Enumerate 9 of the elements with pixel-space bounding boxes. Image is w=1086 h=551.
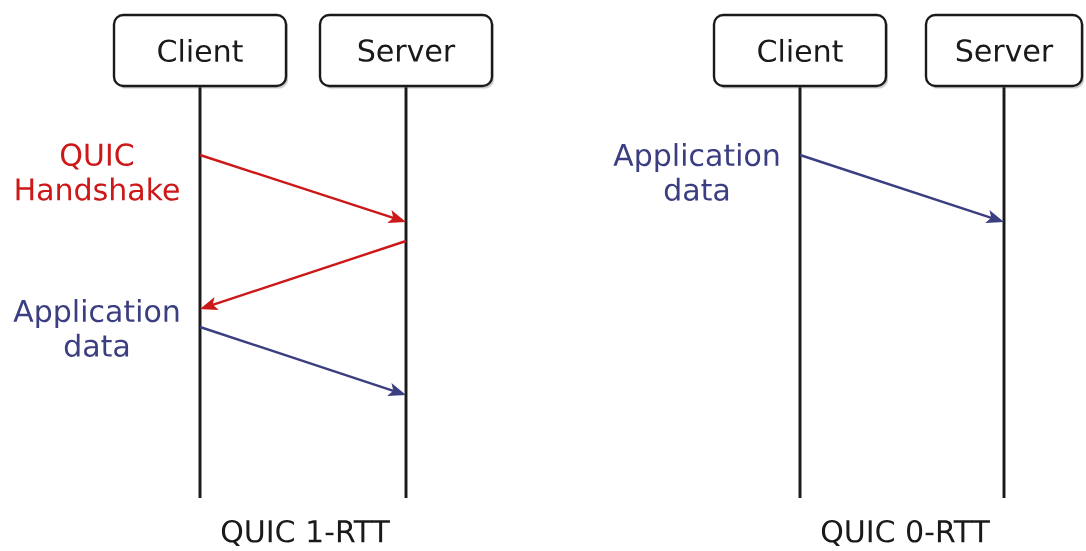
edge-label: Application data — [613, 143, 779, 201]
participant-box: Server — [318, 13, 494, 89]
diagram-caption: QUIC 1-RTT — [221, 519, 390, 547]
edge-label: QUIC Handshake — [16, 143, 179, 201]
participant-box: Server — [924, 13, 1084, 89]
edge-label: Application data — [13, 299, 179, 357]
diagram-caption: QUIC 0-RTT — [821, 519, 990, 547]
participant-box: Client — [712, 13, 888, 89]
participant-box: Client — [112, 13, 288, 89]
